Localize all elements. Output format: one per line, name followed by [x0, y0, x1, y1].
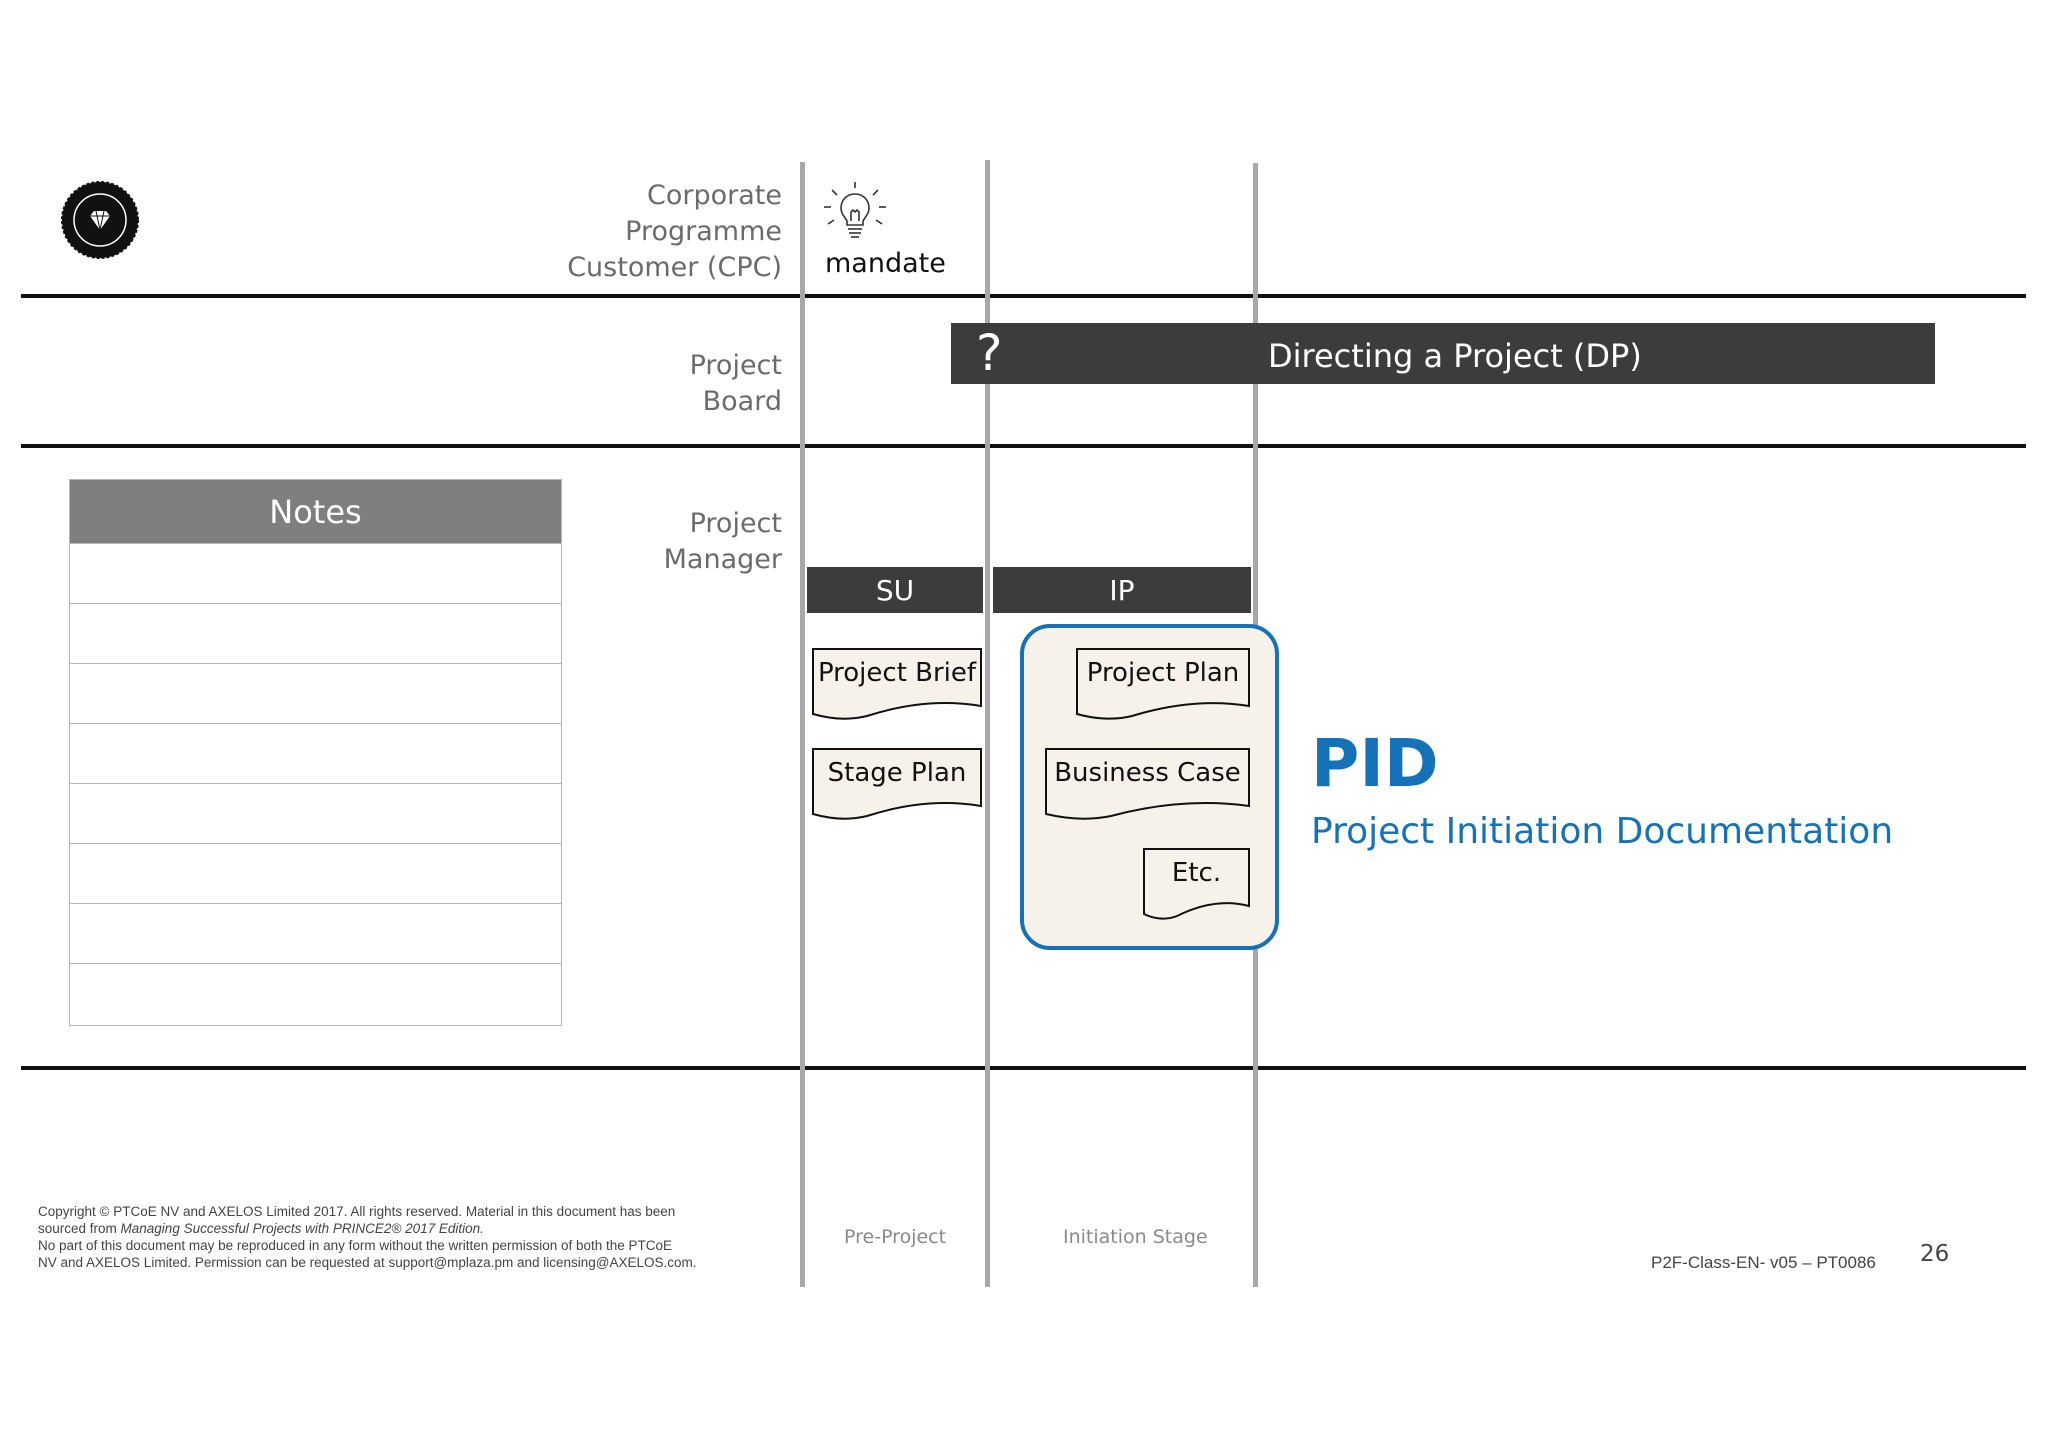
lane-separator-board [21, 444, 2026, 448]
process-ip: IP [993, 567, 1251, 613]
stage-label-initiation: Initiation Stage [1063, 1226, 1208, 1248]
notes-title: Notes [70, 480, 561, 543]
directing-a-project-label: Directing a Project (DP) [1268, 337, 1642, 375]
doc-etc: Etc. [1143, 848, 1250, 920]
notes-line[interactable] [70, 663, 561, 723]
stage-label-pre-project: Pre-Project [844, 1226, 947, 1248]
notes-line[interactable] [70, 903, 561, 963]
notes-panel: Notes [69, 479, 562, 1026]
doc-project-plan-label: Project Plan [1086, 658, 1240, 688]
role-cpc: Corporate Programme Customer (CPC) [567, 180, 782, 283]
page-number: 26 [1920, 1241, 1950, 1267]
lightbulb-icon [822, 180, 888, 246]
question-mark: ? [976, 324, 1003, 382]
notes-line[interactable] [70, 603, 561, 663]
role-project-board: Project Board [689, 350, 782, 417]
doc-business-case-label: Business Case [1054, 758, 1241, 788]
notes-line[interactable] [70, 783, 561, 843]
stage-line-middle [985, 160, 990, 1287]
doc-stage-plan-label: Stage Plan [827, 758, 967, 788]
document-reference: P2F-Class-EN- v05 – PT0086 [1651, 1253, 1876, 1272]
notes-line[interactable] [70, 843, 561, 903]
ptcoe-logo [60, 180, 140, 260]
doc-project-plan: Project Plan [1076, 648, 1250, 720]
doc-stage-plan: Stage Plan [812, 748, 982, 820]
doc-project-brief: Project Brief [812, 648, 982, 720]
doc-business-case: Business Case [1045, 748, 1250, 820]
doc-etc-label: Etc. [1171, 858, 1222, 888]
lane-separator-manager [21, 1066, 2026, 1070]
stage-line-left [800, 162, 805, 1287]
copyright-notice: Copyright © PTCoE NV and AXELOS Limited … [38, 1204, 697, 1270]
directing-a-project-bar [951, 323, 1935, 384]
notes-line[interactable] [70, 543, 561, 603]
lane-separator-cpc [21, 294, 2026, 298]
role-project-manager: Project Manager [663, 508, 782, 575]
pid-title: PID [1311, 725, 1439, 802]
process-su: SU [807, 567, 983, 613]
notes-line[interactable] [70, 723, 561, 783]
notes-line[interactable] [70, 963, 561, 1023]
mandate-label: mandate [825, 248, 946, 279]
doc-project-brief-label: Project Brief [817, 658, 977, 688]
pid-subtitle: Project Initiation Documentation [1311, 811, 1894, 852]
